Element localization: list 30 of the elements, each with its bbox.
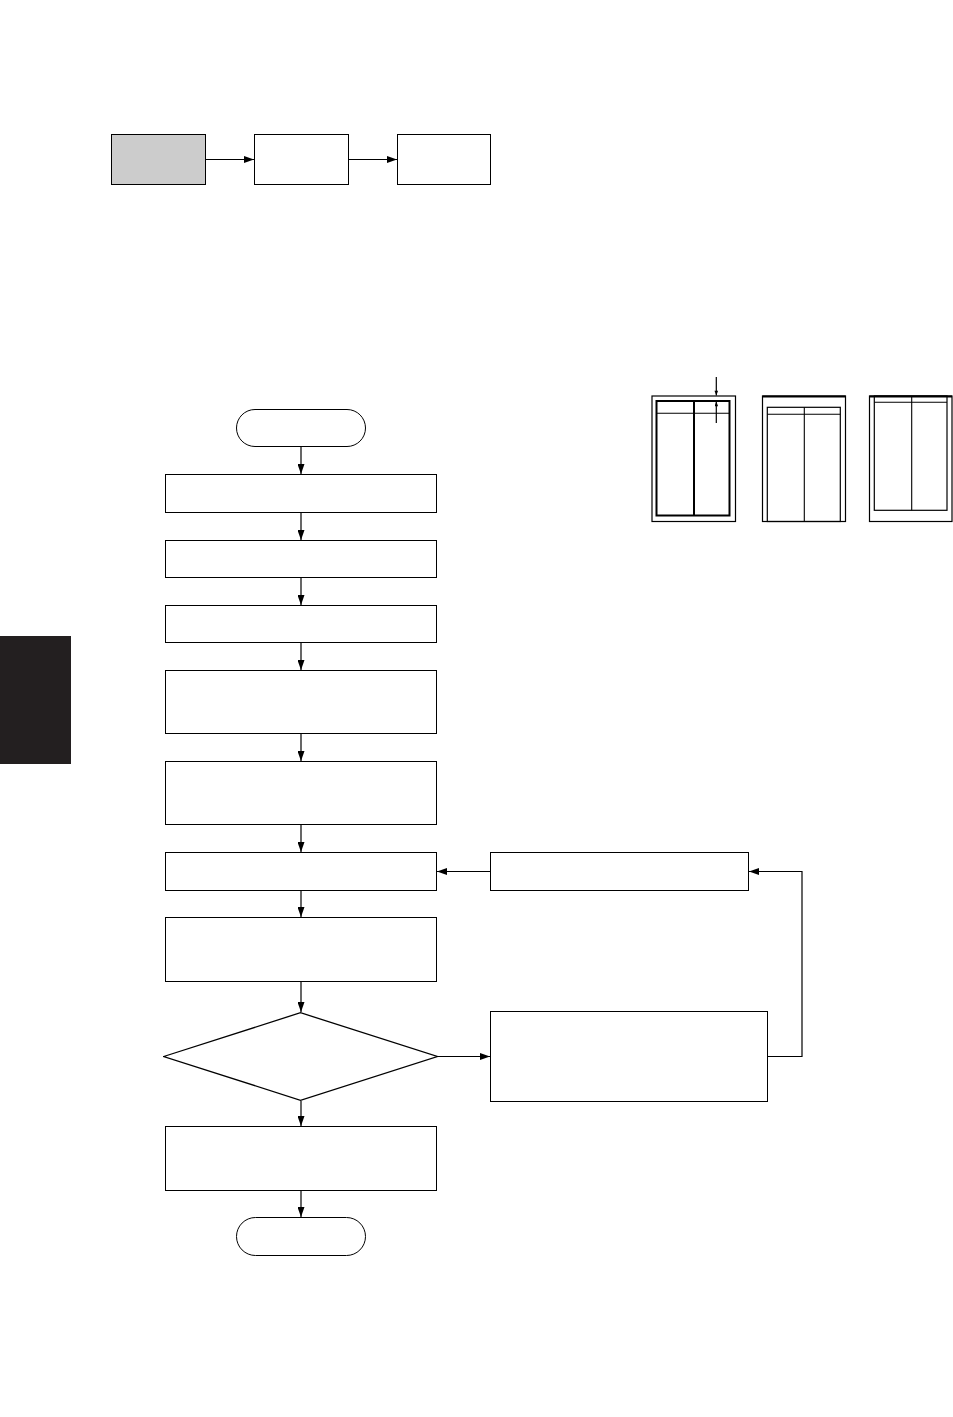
decision-diamond	[163, 1012, 438, 1101]
arrow	[748, 868, 803, 1058]
process-box	[165, 1126, 437, 1191]
arrow	[437, 1053, 491, 1060]
process-box	[165, 670, 437, 734]
arrow	[297, 642, 305, 671]
process-box	[254, 134, 349, 185]
section-tab	[0, 636, 71, 764]
process-box	[490, 1011, 768, 1102]
arrow	[436, 868, 491, 875]
arrow	[297, 824, 305, 853]
process-box	[165, 540, 437, 578]
process-box	[165, 761, 437, 825]
arrow	[297, 577, 305, 606]
arrow	[297, 512, 305, 541]
process-box	[165, 605, 437, 643]
process-box	[165, 917, 437, 982]
process-box	[490, 852, 749, 891]
arrow	[297, 981, 305, 1013]
arrow	[297, 890, 305, 918]
arrow	[297, 1190, 305, 1218]
arrow	[297, 446, 305, 475]
arrow	[205, 156, 255, 163]
arrow	[297, 733, 305, 762]
process-box	[165, 852, 437, 891]
process-box	[111, 134, 206, 185]
process-box	[397, 134, 491, 185]
arrow	[297, 1100, 305, 1127]
arrow	[348, 156, 398, 163]
process-box	[165, 474, 437, 513]
